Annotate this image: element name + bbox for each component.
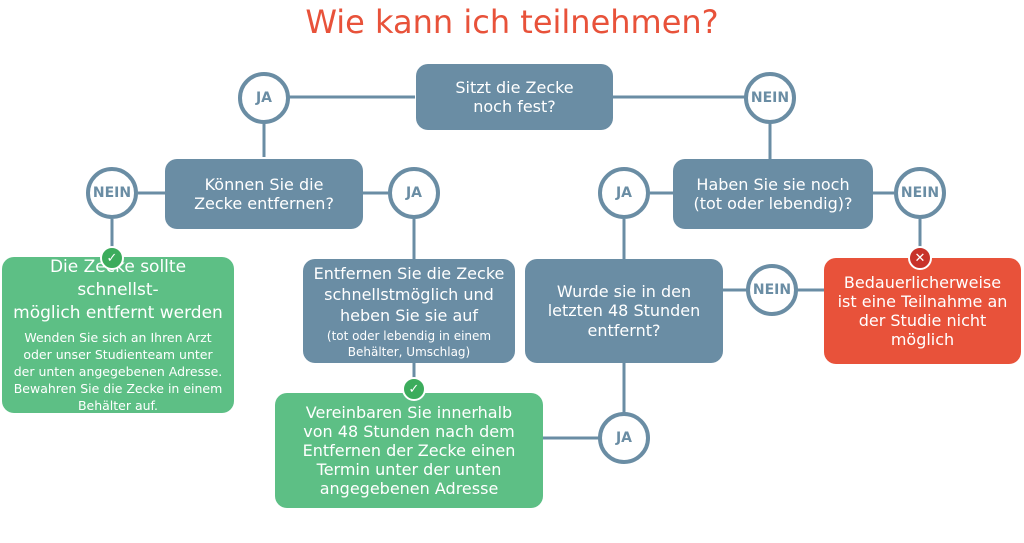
instruction-details: (tot oder lebendig in einem Behälter, Um… [327,328,491,360]
answer-yes-still-have: JA [598,167,650,219]
question-line: noch fest? [473,97,556,116]
question-line: letzten 48 Stunden [547,301,701,321]
answer-yes-48h: JA [598,412,650,464]
instruction-heading: Entfernen Sie die Zecke schnellstmöglich… [314,263,505,326]
answer-no-48h: NEIN [746,264,798,316]
question-still-have: Haben Sie sie noch (tot oder lebendig)? [673,159,873,229]
instruction-detail-line: (tot oder lebendig in einem [326,328,492,343]
result-line: ist eine Teilnahme an [837,291,1008,311]
result-detail-line: Bewahren Sie die Zecke in einem [13,381,223,396]
question-removed-48h: Wurde sie in den letzten 48 Stunden entf… [525,259,723,363]
question-line: Wurde sie in den [556,282,692,302]
instruction-detail-line: Behälter, Umschlag) [347,344,471,359]
result-line: Bedauerlicherweise [843,272,1002,292]
result-detail-line: Wenden Sie sich an Ihren Arzt [24,330,212,345]
question-line: Können Sie die [204,174,324,194]
question-tick-attached: Sitzt die Zecke noch fest? [416,64,613,130]
result-details: Wenden Sie sich an Ihren Arzt oder unser… [14,329,223,414]
result-detail-line: der unten angegebenen Adresse. [13,364,223,379]
result-line: von 48 Stunden nach dem [303,421,515,441]
question-can-remove: Können Sie die Zecke entfernen? [165,159,363,229]
answer-no-attached: NEIN [744,72,796,124]
result-line: Entfernen der Zecke einen [302,440,516,460]
result-remove-asap: Die Zecke sollte schnellst- möglich entf… [2,257,234,413]
answer-yes-can-remove: JA [388,167,440,219]
result-not-eligible: Bedauerlicherweise ist eine Teilnahme an… [824,258,1021,364]
result-detail-line: oder unser Studienteam unter [23,347,213,362]
result-heading-line: möglich entfernt werden [13,303,223,323]
check-icon: ✓ [402,377,426,401]
answer-no-still-have: NEIN [894,167,946,219]
result-line: der Studie nicht [858,311,987,330]
instruction-remove-and-keep: Entfernen Sie die Zecke schnellstmöglich… [303,259,515,363]
instruction-heading-line: Entfernen Sie die Zecke [313,263,505,283]
question-line: entfernt? [587,320,661,340]
question-line: Zecke entfernen? [194,194,334,213]
question-line: Sitzt die Zecke [455,77,574,97]
result-line: angegebenen Adresse [319,479,499,499]
result-detail-line: Behälter auf. [77,398,159,413]
result-make-appointment: Vereinbaren Sie innerhalb von 48 Stunden… [275,393,543,508]
result-line: möglich [890,330,955,350]
page-title: Wie kann ich teilnehmen? [305,3,719,41]
answer-yes-attached: JA [238,72,290,124]
question-line: (tot oder lebendig)? [693,194,853,213]
question-line: Haben Sie sie noch [696,174,850,194]
result-line: Vereinbaren Sie innerhalb [305,402,513,422]
instruction-heading-line: schnellstmöglich und [324,284,494,304]
answer-no-cannot-remove: NEIN [86,167,138,219]
cross-icon: ✕ [908,246,932,270]
check-icon: ✓ [100,246,124,270]
instruction-heading-line: heben Sie sie auf [339,305,479,325]
result-line: Termin unter der unten [316,460,502,480]
